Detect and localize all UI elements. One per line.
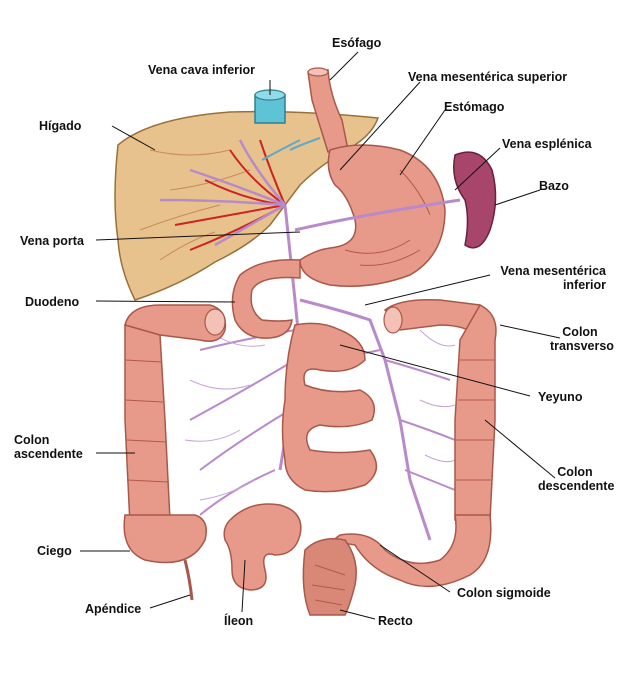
liver: [114, 110, 380, 301]
label-vena-mesenterica-inferior: Vena mesentérica inferior: [470, 264, 606, 292]
label-vena-mesenterica-inferior-line1: Vena mesentérica: [500, 264, 606, 278]
appendix: [183, 559, 194, 601]
label-higado: Hígado: [39, 119, 82, 133]
label-colon-transverso-line1: Colon: [562, 325, 598, 339]
ileum: [223, 503, 302, 591]
label-vena-porta: Vena porta: [20, 234, 84, 248]
label-vena-mesenterica-inferior-line2: inferior: [562, 278, 606, 292]
label-vena-cava-inferior: Vena cava inferior: [148, 63, 256, 77]
label-bazo: Bazo: [539, 179, 569, 193]
rectum: [302, 538, 357, 616]
leader-lines: [80, 51, 561, 620]
label-yeyuno: Yeyuno: [538, 390, 583, 404]
label-recto: Recto: [378, 614, 413, 628]
label-duodeno: Duodeno: [25, 295, 80, 309]
label-ileon: Íleon: [224, 614, 254, 628]
jejunum: [281, 322, 378, 493]
label-estomago: Estómago: [444, 100, 505, 114]
transverse-colon-left: [124, 304, 227, 358]
label-vena-mesenterica-superior: Vena mesentérica superior: [408, 70, 568, 84]
label-colon-transverso: Colon transverso: [550, 325, 614, 353]
label-ciego: Ciego: [37, 544, 72, 558]
label-colon-ascendente-line2: ascendente: [14, 447, 83, 461]
ascending-colon: [124, 324, 171, 526]
mesentery-web: [184, 329, 456, 501]
spleen: [453, 151, 497, 249]
label-colon-ascendente-line1: Colon: [14, 433, 50, 447]
descending-colon: [454, 304, 497, 521]
label-esofago: Esófago: [332, 36, 382, 50]
label-apendice: Apéndice: [85, 602, 142, 616]
label-colon-ascendente: Colon ascendente: [14, 433, 83, 461]
label-colon-descendente-line2: descendente: [538, 479, 615, 493]
duodenum: [231, 259, 301, 339]
label-vena-esplenica: Vena esplénica: [502, 137, 592, 151]
label-colon-sigmoide: Colon sigmoide: [457, 586, 551, 600]
cecum: [123, 514, 207, 564]
label-colon-descendente-line1: Colon: [557, 465, 593, 479]
label-colon-transverso-line2: transverso: [550, 339, 614, 353]
label-colon-descendente: Colon descendente: [538, 465, 615, 493]
